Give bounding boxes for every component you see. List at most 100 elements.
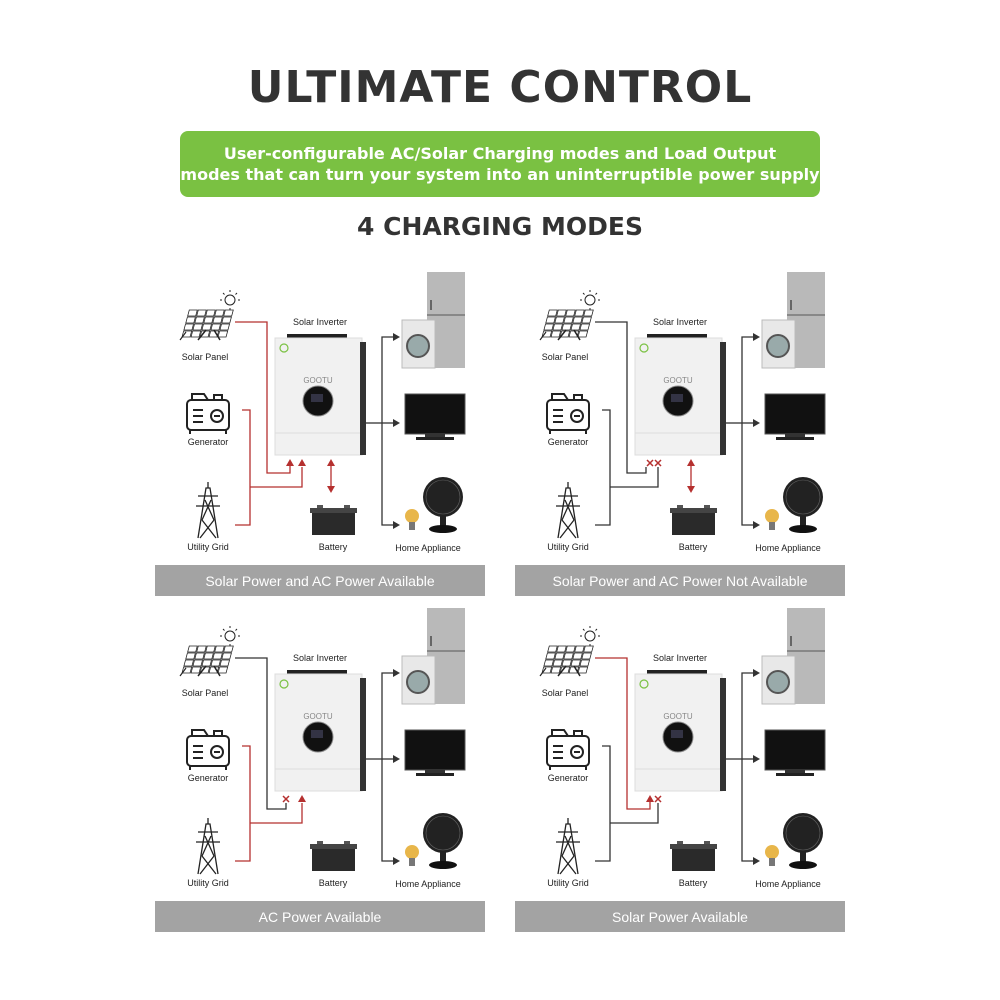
output-arrow [753,857,760,865]
inverter-image: GOOTU [274,334,366,456]
battery-icon [310,505,357,535]
banner-line-2: modes that can turn your system into an … [180,165,820,184]
brand-name: GOOTU [303,712,333,721]
washing-machine-icon [401,319,436,369]
utility-grid-label: Utility Grid [547,878,589,888]
output-arrow [753,755,760,763]
sun-icon [220,626,240,646]
mode-caption: Solar Power and AC Power Not Available [515,565,845,596]
generator-label: Generator [187,773,229,783]
fan-icon [423,477,463,533]
inverter-label: Solar Inverter [652,653,708,663]
output-arrow [393,857,400,865]
utility-grid-label: Utility Grid [187,542,229,552]
output-arrow [393,669,400,677]
generator-label: Generator [547,437,589,447]
battery-icon [670,841,717,871]
charging-mode-panel: GOOTU Solar Panel Generator Utility Grid… [510,270,850,600]
section-subtitle: 4 CHARGING MODES [357,212,643,241]
x-mark-icon [654,795,662,803]
washing-machine-icon [761,319,796,369]
battery-label: Battery [318,878,348,888]
inverter-image: GOOTU [634,334,726,456]
output-arrow [393,521,400,529]
battery-flow-arrow [687,459,695,493]
mode-caption: AC Power Available [155,901,485,932]
brand-name: GOOTU [303,376,333,385]
light-bulb-icon [405,509,419,530]
solar-line [235,657,290,810]
battery-label: Battery [678,878,708,888]
brand-logo-icon [639,679,649,689]
generator-icon [186,393,230,434]
generator-icon [186,729,230,770]
generator-icon [546,729,590,770]
light-bulb-icon [765,845,779,866]
inverter-label: Solar Inverter [652,317,708,327]
ac-line [235,745,306,862]
output-lines [726,672,758,862]
mode-caption: Solar Power and AC Power Available [155,565,485,596]
home-appliance-label: Home Appliance [755,879,821,889]
fan-icon [783,813,823,869]
output-lines [726,336,758,526]
fan-icon [783,477,823,533]
tv-icon [764,393,826,440]
generator-label: Generator [547,773,589,783]
home-appliance-label: Home Appliance [755,543,821,553]
utility-grid-tower-icon [196,482,220,539]
output-lines [366,672,398,862]
solar-panel-icon [179,645,234,677]
utility-grid-label: Utility Grid [547,542,589,552]
tv-icon [404,393,466,440]
light-bulb-icon [765,509,779,530]
output-arrow [393,755,400,763]
inverter-label: Solar Inverter [292,317,348,327]
mode-caption: Solar Power Available [515,901,845,932]
output-lines [366,336,398,526]
feature-banner: User-configurable AC/Solar Charging mode… [180,131,820,197]
ac-line [595,409,662,526]
brand-name: GOOTU [663,376,693,385]
inverter-image: GOOTU [274,670,366,792]
solar-line [595,657,654,810]
output-arrow [753,333,760,341]
brand-logo-icon [639,343,649,353]
output-arrow [753,669,760,677]
brand-name: GOOTU [663,712,693,721]
solar-panel-label: Solar Panel [181,688,229,698]
solar-panel-label: Solar Panel [181,352,229,362]
home-appliance-label: Home Appliance [395,879,461,889]
solar-panel-icon [539,309,594,341]
sun-icon [580,290,600,310]
charging-mode-panel: GOOTU Solar Panel Generator Utility Grid… [510,606,850,936]
page-title: ULTIMATE CONTROL [247,62,753,113]
output-arrow [393,419,400,427]
washing-machine-icon [401,655,436,705]
ac-line [595,745,662,862]
output-arrow [393,333,400,341]
x-mark-icon [654,459,662,467]
brand-logo-icon [279,343,289,353]
fan-icon [423,813,463,869]
banner-line-1: User-configurable AC/Solar Charging mode… [223,144,777,163]
brand-logo-icon [279,679,289,689]
battery-label: Battery [318,542,348,552]
charging-mode-panel: GOOTU Solar Panel Generator Utility Grid… [150,606,490,936]
output-arrow [753,521,760,529]
tv-icon [764,729,826,776]
solar-panel-label: Solar Panel [541,352,589,362]
inverter-label: Solar Inverter [292,653,348,663]
utility-grid-tower-icon [556,482,580,539]
solar-panel-label: Solar Panel [541,688,589,698]
battery-flow-arrow [327,459,335,493]
output-arrow [753,419,760,427]
sun-icon [580,626,600,646]
solar-line [235,321,294,474]
battery-icon [670,505,717,535]
solar-panel-icon [539,645,594,677]
utility-grid-tower-icon [196,818,220,875]
x-mark-icon [646,459,654,467]
x-mark-icon [282,795,290,803]
ac-line [235,409,306,526]
